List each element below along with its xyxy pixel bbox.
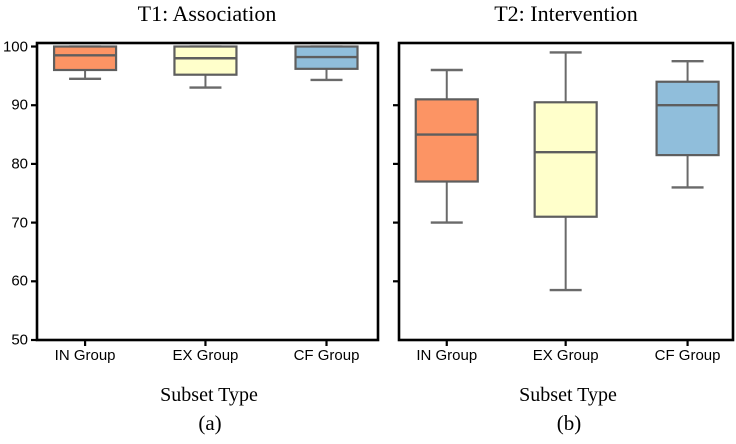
x-category-label: CF Group [293, 347, 360, 364]
axes-frame [35, 41, 380, 342]
box [655, 80, 720, 157]
x-category-label: EX Group [172, 347, 239, 364]
panel-a-xlabel: Subset Type [160, 384, 258, 406]
y-tick-label: 70 [11, 214, 28, 232]
y-tick-label: 50 [11, 331, 28, 349]
box [52, 45, 118, 72]
box [414, 98, 479, 183]
x-category-label: CF Group [654, 347, 721, 364]
box [173, 45, 238, 76]
y-tick-label: 80 [11, 155, 28, 173]
panel-b-title: T2: Intervention [494, 1, 638, 26]
y-tick-label: 60 [11, 272, 28, 290]
panel-b-xlabel: Subset Type [519, 384, 617, 406]
y-tick-label: 100 [2, 38, 28, 56]
y-tick-label: 90 [11, 96, 28, 114]
x-category-label: IN Group [54, 347, 116, 364]
x-category-label: IN Group [416, 347, 478, 364]
x-category-label: EX Group [532, 347, 599, 364]
panel-b-caption: (b) [556, 411, 582, 435]
box [533, 101, 598, 218]
panel-a-caption: (a) [198, 411, 222, 435]
panel-a-title: T1: Association [137, 1, 277, 26]
